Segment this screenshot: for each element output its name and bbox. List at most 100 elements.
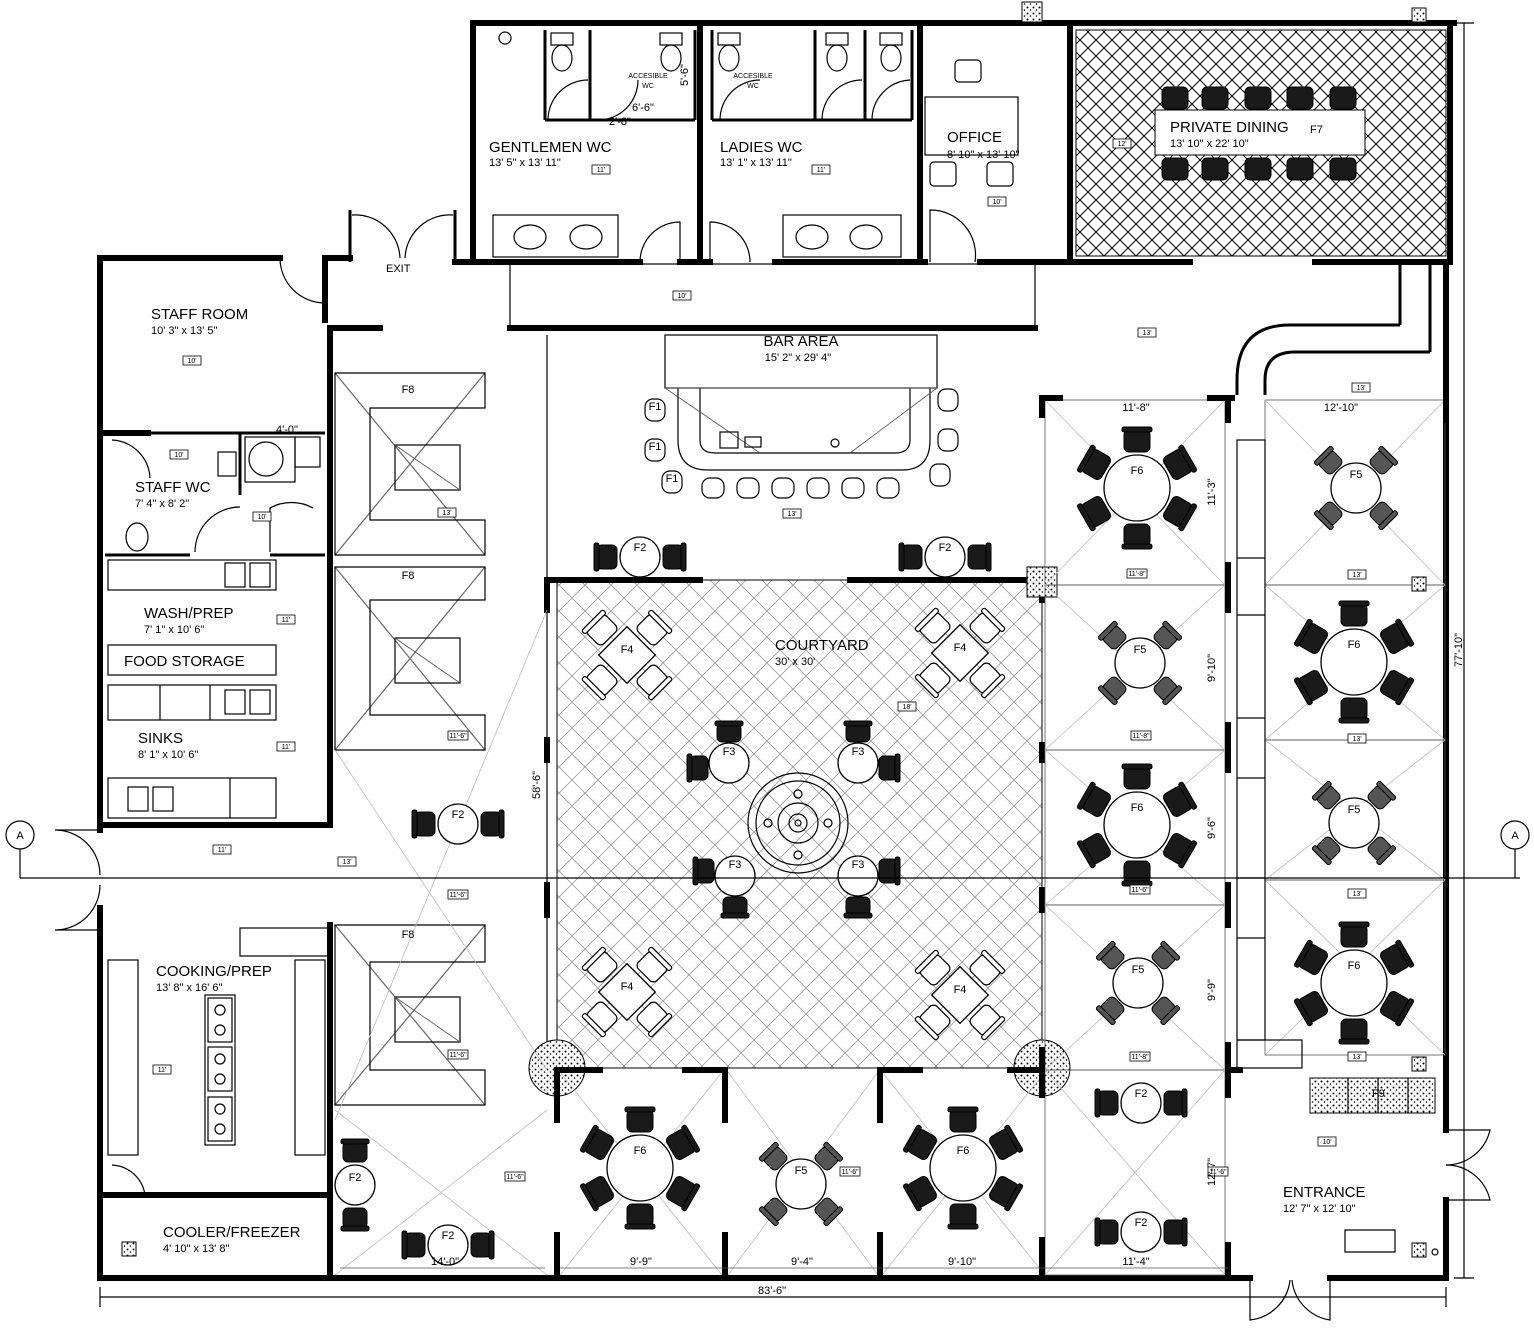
table-f6-r2 — [1320, 628, 1388, 696]
tag-staff-wc: 10' — [174, 452, 183, 459]
booth-label-2: F8 — [402, 570, 415, 582]
chair-icon — [1163, 444, 1198, 480]
bar-stool-icon — [644, 438, 666, 462]
table-round-large — [929, 1134, 997, 1202]
outer-walls — [97, 20, 1457, 1281]
tag-r3: 13' — [1352, 891, 1361, 898]
table-f3-nw-label: F3 — [723, 746, 736, 758]
table-f2-bar-left — [619, 536, 661, 578]
table-f3-nw — [708, 742, 750, 784]
ladies-wc-dim: 13' 1" x 13' 11" — [720, 157, 792, 169]
chair-icon — [1244, 86, 1272, 110]
table-f3-se-label: F3 — [852, 859, 865, 871]
tag-bay-5: 11'-6" — [1209, 1169, 1227, 1176]
chair-icon — [624, 1106, 656, 1133]
dim-courtyard-height: 58'-6" — [531, 771, 543, 799]
tag-office: 10' — [992, 199, 1001, 206]
chair-icon — [1163, 781, 1198, 817]
chair-icon — [947, 1203, 979, 1230]
tag-ladies: 11' — [817, 167, 826, 174]
section-marker-right: A — [1511, 830, 1519, 842]
table-f2-se-1-label: F2 — [1135, 1088, 1148, 1100]
chair-icon — [902, 1124, 937, 1160]
food-storage-label: FOOD STORAGE — [124, 653, 245, 670]
chair-icon — [1121, 860, 1153, 887]
dim-col1-top: 11'-8" — [1122, 402, 1149, 414]
chair-icon — [1153, 676, 1183, 706]
cooking-prep-dim: 13' 8" x 16' 6" — [156, 982, 223, 994]
chair-icon — [1286, 86, 1314, 110]
chair-icon — [1338, 921, 1370, 948]
accessible-wc-2b: WC — [747, 83, 759, 90]
chair-icon — [686, 753, 709, 783]
chair-icon — [666, 1124, 701, 1160]
booths — [334, 372, 486, 1106]
chair-icon — [914, 949, 951, 986]
chair-icon — [1367, 836, 1397, 866]
staff-wc-label: STAFF WC — [135, 479, 211, 496]
table-f2-bar-left-label: F2 — [634, 542, 647, 554]
bar-stool-label-1: F1 — [649, 441, 662, 453]
tag-gentlemen: 11' — [597, 167, 606, 174]
chair-icon — [843, 720, 873, 743]
chair-icon — [480, 809, 505, 839]
chair-icon — [914, 607, 951, 644]
table-f6-r4-label: F6 — [1348, 960, 1361, 972]
table-f5-r1 — [1330, 462, 1382, 514]
booth-label-1: F8 — [402, 384, 415, 396]
bar-stool-icon — [701, 477, 725, 499]
toilet-icon — [550, 32, 903, 72]
chair-icon — [662, 542, 687, 572]
table-f5-c4 — [1112, 957, 1164, 1009]
bar-stool-icon — [876, 477, 900, 499]
tag-bay-1: 11'-8" — [1128, 571, 1146, 578]
tag-booth-1: 13' — [442, 510, 451, 517]
chair-icon — [1329, 157, 1357, 181]
ceiling-tags: 11' 11' 10' 12' 10' 10' 10' 11' 11' 10' … — [152, 138, 1371, 1182]
dim-col2-top: 12'-10" — [1324, 402, 1358, 414]
chair-icon — [1329, 86, 1357, 110]
chair-icon — [967, 542, 992, 572]
table-f6-r2-label: F6 — [1348, 639, 1361, 651]
tag-west-bay: 11'-6" — [449, 892, 467, 899]
tag-booth-3: 11'-6" — [449, 1052, 467, 1059]
chair-icon — [1380, 670, 1415, 706]
chair-icon — [1369, 501, 1399, 531]
chair-icon — [1293, 939, 1328, 975]
table-f5-c2 — [1114, 637, 1166, 689]
table-round-large — [1103, 791, 1171, 859]
tag-private-dining: 12' — [1117, 141, 1126, 148]
table-f5-r3-label: F5 — [1348, 804, 1361, 816]
tag-courtyard: 18' — [902, 704, 911, 711]
table-round-large — [606, 1134, 674, 1202]
table-f2-bar-right-label: F2 — [939, 542, 952, 554]
chair-icon — [411, 809, 436, 839]
tag-bay-f5: 11'-6" — [841, 1169, 859, 1176]
dim-row5: 12'-7" — [1206, 1158, 1218, 1186]
chair-icon — [470, 1230, 495, 1260]
dim-bottom-1: 14'-0" — [431, 1256, 459, 1268]
chair-icon — [340, 1138, 370, 1163]
dim-overall-width: 83'-6" — [758, 1285, 786, 1297]
room-labels: GENTLEMEN WC 13' 5" x 13' 11" LADIES WC … — [124, 73, 1385, 1255]
chair-icon — [989, 1124, 1024, 1160]
table-f3-sw — [714, 855, 756, 897]
bar-stool-icon — [661, 470, 683, 494]
table-f4-se — [930, 965, 990, 1025]
chair-icon — [581, 1001, 618, 1038]
chair-icon — [947, 1106, 979, 1133]
tag-entrance: 10' — [1322, 1139, 1331, 1146]
chair-icon — [1201, 86, 1229, 110]
bar-stool-icon — [771, 477, 795, 499]
chair-icon — [1293, 618, 1328, 654]
table-f6-r4 — [1320, 949, 1388, 1017]
table-f4-sw — [597, 962, 657, 1022]
chair-icon — [1161, 157, 1189, 181]
section-marker-left: A — [16, 830, 24, 842]
table-f3-se — [837, 855, 879, 897]
table-f4-ne — [930, 623, 990, 683]
tag-r1: 13' — [1352, 572, 1361, 579]
table-f4-se-label: F4 — [954, 984, 967, 996]
chair-icon — [1094, 1088, 1119, 1118]
private-dining-dim: 13' 10" x 22' 10" — [1170, 138, 1249, 150]
